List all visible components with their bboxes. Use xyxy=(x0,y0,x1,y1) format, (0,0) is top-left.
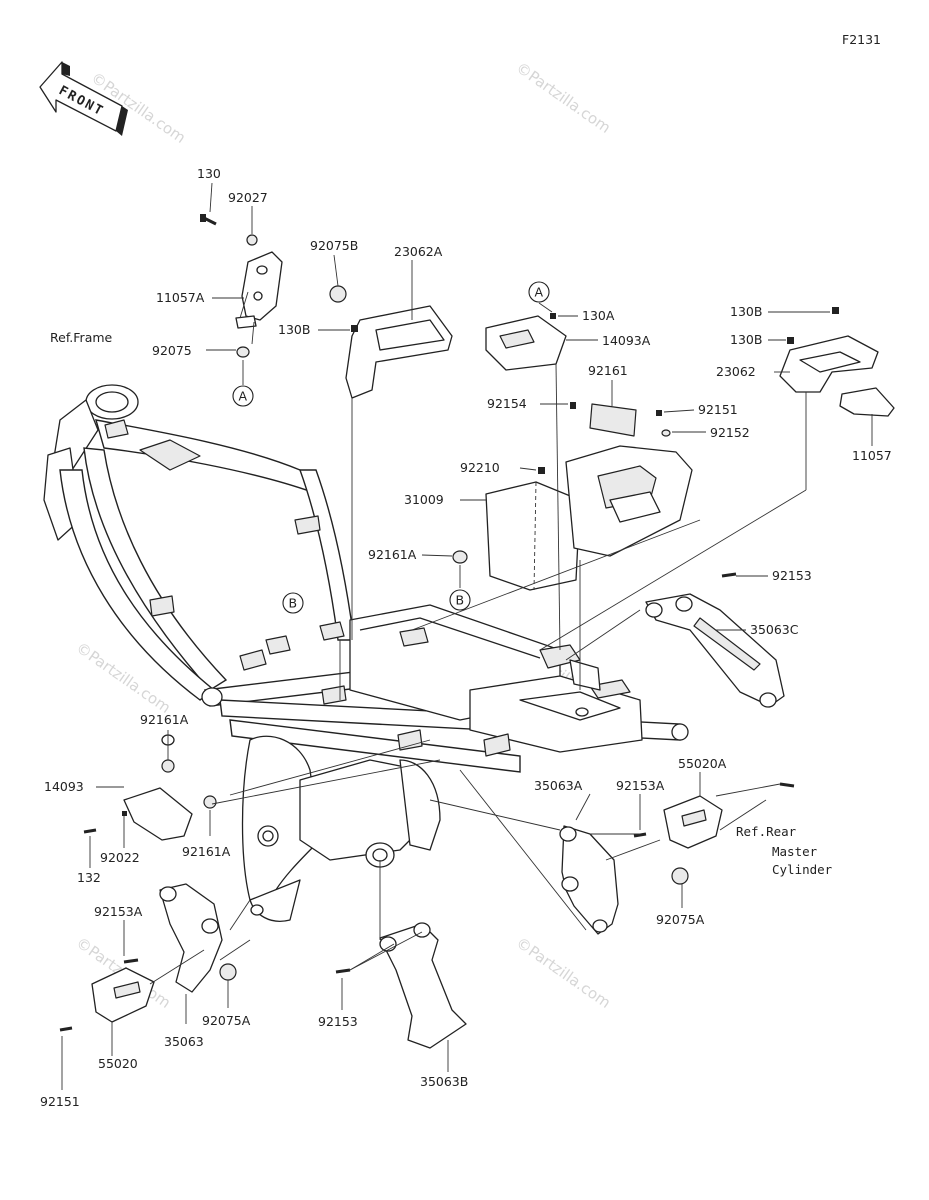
label-92154: 92154 xyxy=(487,396,527,411)
label-14093A: 14093A xyxy=(602,333,651,348)
label-23062: 23062 xyxy=(716,364,756,379)
bolt-rear-right xyxy=(779,782,795,788)
label-35063A: 35063A xyxy=(534,778,583,793)
marker-b-mid-label: B xyxy=(456,593,465,608)
bolt-92151-b xyxy=(59,1026,73,1032)
bracket-35063B xyxy=(379,922,467,1049)
marker-b-mid: B xyxy=(449,589,471,611)
watermark: ©Partzilla.com xyxy=(513,934,614,1012)
label-130A: 130A xyxy=(582,308,615,323)
bracket-23062A xyxy=(345,305,453,399)
marker-a-battery: A xyxy=(528,281,550,303)
label-11057A: 11057A xyxy=(156,290,205,305)
label-92075A-r: 92075A xyxy=(656,912,705,927)
damper-92161A-mid xyxy=(452,550,468,564)
damper-92075 xyxy=(236,346,250,358)
label-35063B: 35063B xyxy=(420,1074,468,1089)
leader-lines xyxy=(61,182,873,1090)
label-35063: 35063 xyxy=(164,1034,204,1049)
label-92075: 92075 xyxy=(152,343,192,358)
label-31009: 31009 xyxy=(404,492,444,507)
label-130: 130 xyxy=(197,166,221,181)
bolt-92153-b xyxy=(335,968,351,974)
strap-92161 xyxy=(589,403,637,437)
heel-guard-55020A xyxy=(663,795,723,849)
label-11057: 11057 xyxy=(852,448,892,463)
label-130B-3: 130B xyxy=(730,332,762,347)
screw-130A xyxy=(550,313,556,319)
bracket-35063A xyxy=(559,825,619,935)
label-92210: 92210 xyxy=(460,460,500,475)
bolt-92153A-l xyxy=(123,958,139,964)
label-92161A-l: 92161A xyxy=(140,712,189,727)
ref-rear-note-line3: Cylinder xyxy=(772,862,833,877)
watermark: ©Partzilla.com xyxy=(513,59,614,137)
label-35063C: 35063C xyxy=(750,622,799,637)
label-92161A-b: 92161A xyxy=(182,844,231,859)
damper-92075A-l xyxy=(219,963,237,981)
label-92153A-l: 92153A xyxy=(94,904,143,919)
main-frame xyxy=(43,384,689,922)
clip-92152 xyxy=(661,429,671,437)
washer-92027 xyxy=(246,234,258,246)
part-labels: 130 92027 92075B 23062A 11057A 130B 9207… xyxy=(40,166,892,1109)
screw-92022 xyxy=(122,811,127,816)
ref-rear-note-line1: Ref.Rear xyxy=(736,824,797,839)
label-92075B: 92075B xyxy=(310,238,358,253)
label-55020: 55020 xyxy=(98,1056,138,1071)
label-92161A-mid: 92161A xyxy=(368,547,417,562)
bracket-11057A xyxy=(235,251,283,329)
nut-92210 xyxy=(538,467,545,474)
damper-92161A-b xyxy=(203,795,217,809)
figure-code: F2131 xyxy=(842,32,881,47)
label-132: 132 xyxy=(77,870,101,885)
ref-frame-note: Ref.Frame xyxy=(50,330,113,345)
plate-11057 xyxy=(839,387,895,417)
cover-14093 xyxy=(123,787,193,841)
marker-b-frame: B xyxy=(282,592,304,614)
bracket-23062 xyxy=(779,335,879,393)
label-92152: 92152 xyxy=(710,425,750,440)
label-130B-1: 130B xyxy=(278,322,310,337)
ref-rear-note-line2: Master xyxy=(772,844,818,859)
label-92161: 92161 xyxy=(588,363,628,378)
marker-a-battery-label: A xyxy=(535,285,544,300)
battery-tray-31009 xyxy=(485,445,693,591)
screw-92151-top xyxy=(656,410,662,416)
label-130B-2: 130B xyxy=(730,304,762,319)
marker-a-top-label: A xyxy=(239,389,248,404)
damper-92161A-l xyxy=(161,759,175,773)
label-92153A-r: 92153A xyxy=(616,778,665,793)
bolt-130B-3 xyxy=(787,337,794,344)
bolt-130B-2 xyxy=(832,307,839,314)
label-92151-top: 92151 xyxy=(698,402,738,417)
label-92022: 92022 xyxy=(100,850,140,865)
heel-guard-55020 xyxy=(91,967,155,1023)
label-23062A: 23062A xyxy=(394,244,443,259)
marker-b-frame-label: B xyxy=(289,596,298,611)
bolt-130 xyxy=(200,214,217,226)
screw-92154 xyxy=(570,402,576,409)
bracket-35063C xyxy=(645,593,785,708)
label-14093: 14093 xyxy=(44,779,84,794)
damper-92075B xyxy=(329,285,347,303)
marker-a-top: A xyxy=(232,385,254,407)
bolt-92153-r xyxy=(721,572,737,578)
label-92075A-l: 92075A xyxy=(202,1013,251,1028)
label-55020A: 55020A xyxy=(678,756,727,771)
bolt-132 xyxy=(83,828,97,834)
label-92153-b: 92153 xyxy=(318,1014,358,1029)
bracket-35063 xyxy=(159,883,223,993)
label-92151-b: 92151 xyxy=(40,1094,80,1109)
cover-14093A xyxy=(485,315,567,371)
label-92027: 92027 xyxy=(228,190,268,205)
bolt-130B xyxy=(351,325,358,332)
damper-92075A-r xyxy=(671,867,689,885)
label-92153-r: 92153 xyxy=(772,568,812,583)
bolt-92153A-r xyxy=(633,832,647,838)
